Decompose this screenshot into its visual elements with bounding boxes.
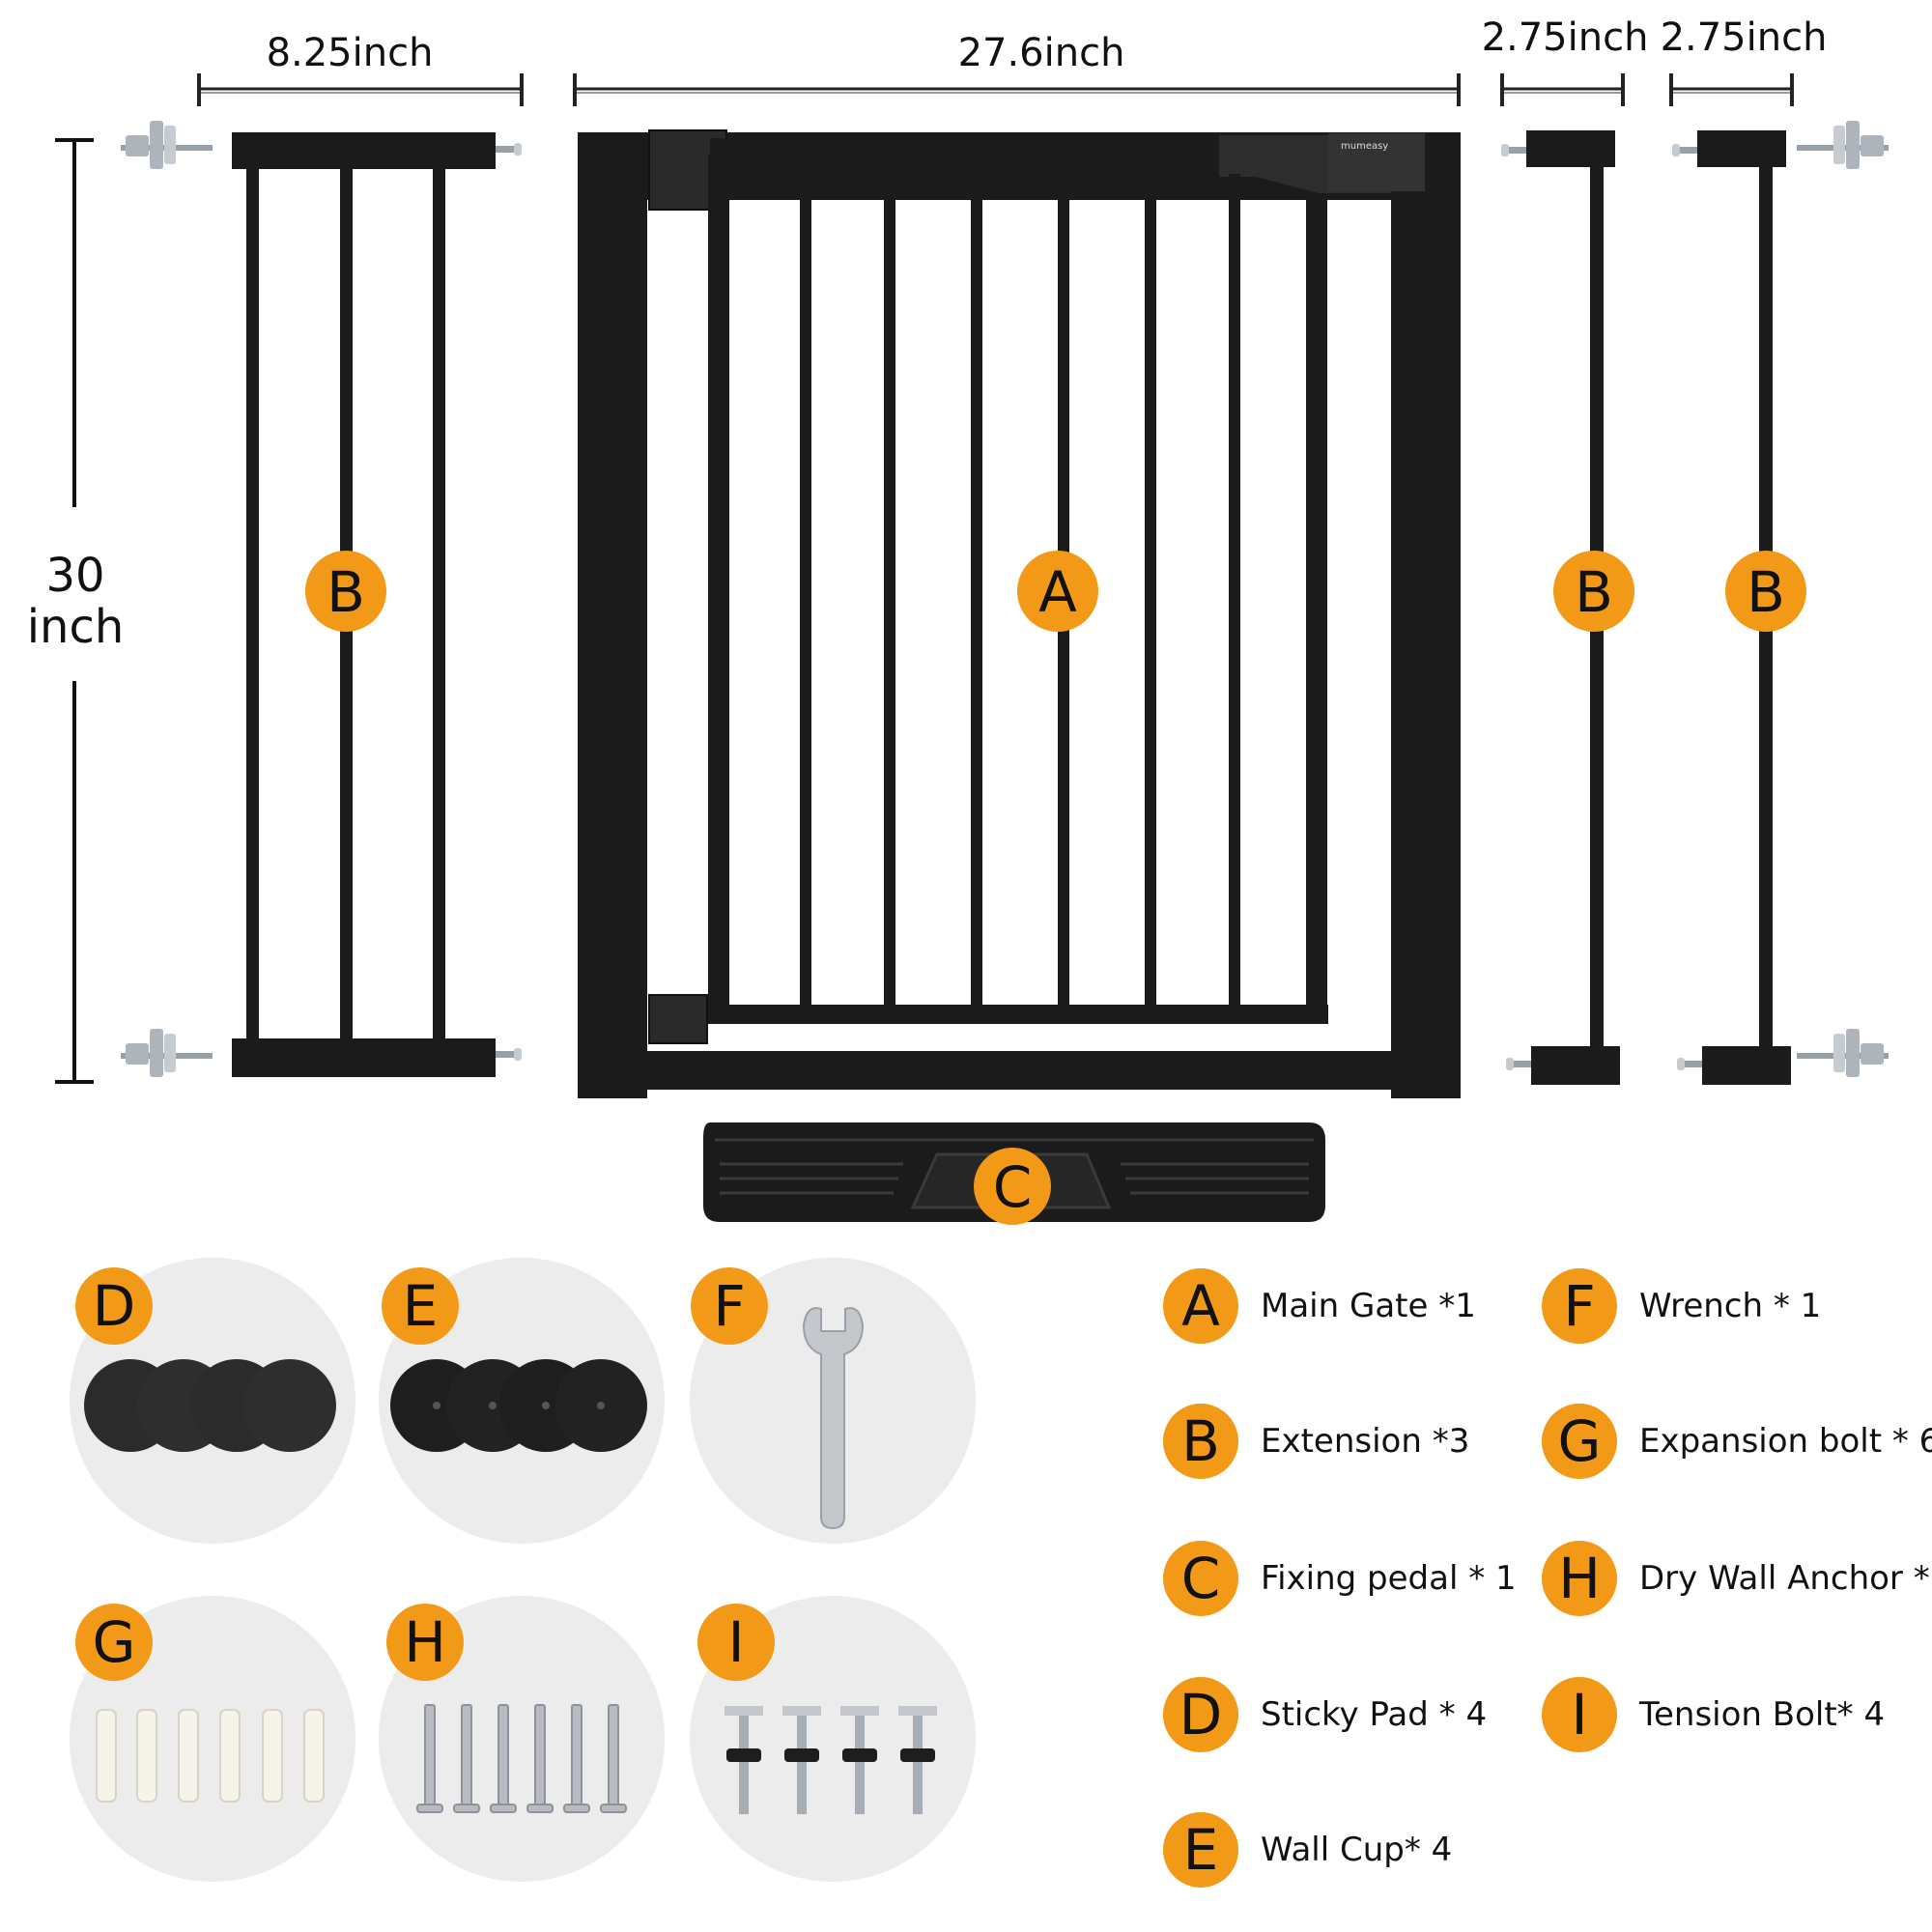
main-gate-width-label: 27.6inch: [958, 31, 1125, 75]
tension-bolt-icon: [121, 1029, 213, 1077]
legend: A Main Gate *1 B Extension *3 C Fixing p…: [1163, 1268, 1932, 1888]
accessory-tension-bolts: I: [690, 1596, 976, 1882]
legend-label: Wall Cup* 4: [1261, 1831, 1452, 1869]
height-unit-label: inch: [27, 600, 125, 654]
accessory-wrench: F: [690, 1258, 976, 1544]
dimension-right-extension-1: 2.75inch: [1482, 15, 1649, 106]
badge-pedal-letter: C: [993, 1154, 1033, 1220]
brand-mark: mumeasy: [1341, 141, 1388, 152]
accessory-expansion-bolts: G: [70, 1596, 355, 1882]
accessory-g-letter: G: [93, 1609, 136, 1675]
badge-left-extension: B: [305, 551, 386, 632]
dimension-height: 30 inch: [27, 138, 125, 1084]
legend-letter: H: [1558, 1546, 1601, 1611]
legend-label: Wrench * 1: [1639, 1287, 1821, 1325]
legend-label: Main Gate *1: [1261, 1287, 1476, 1325]
badge-right-extension-2: B: [1725, 551, 1806, 632]
legend-item: E Wall Cup* 4: [1163, 1812, 1452, 1888]
legend-letter: B: [1181, 1408, 1220, 1474]
height-value-label: 30: [45, 549, 104, 603]
legend-item: I Tension Bolt* 4: [1542, 1677, 1885, 1752]
badge-main-gate-letter: A: [1038, 559, 1077, 625]
left-extension-panel: [232, 132, 522, 1077]
badge-right-extension-1-letter: B: [1575, 559, 1613, 625]
accessory-d-letter: D: [93, 1273, 136, 1339]
legend-label: Extension *3: [1261, 1422, 1469, 1461]
tension-bolt-icon: [1797, 1029, 1889, 1077]
legend-item: H Dry Wall Anchor * 6: [1542, 1541, 1932, 1616]
legend-label: Sticky Pad * 4: [1261, 1695, 1487, 1734]
legend-item: D Sticky Pad * 4: [1163, 1677, 1487, 1752]
legend-item: B Extension *3: [1163, 1404, 1469, 1479]
accessory-e-letter: E: [403, 1273, 439, 1339]
legend-letter: C: [1181, 1546, 1221, 1611]
badge-main-gate: A: [1017, 551, 1098, 632]
legend-label: Dry Wall Anchor * 6: [1639, 1559, 1932, 1598]
right-extension-2-width-label: 2.75inch: [1661, 15, 1828, 60]
badge-left-extension-letter: B: [327, 559, 365, 625]
badge-pedal: C: [974, 1148, 1051, 1225]
legend-label: Fixing pedal * 1: [1261, 1559, 1517, 1598]
dimension-left-extension: 8.25inch: [197, 31, 524, 106]
legend-item: G Expansion bolt * 6: [1542, 1404, 1932, 1479]
accessory-f-letter: F: [713, 1273, 745, 1339]
legend-label: Tension Bolt* 4: [1638, 1695, 1885, 1734]
left-extension-width-label: 8.25inch: [267, 31, 434, 75]
legend-item: A Main Gate *1: [1163, 1268, 1476, 1344]
legend-letter: I: [1571, 1682, 1587, 1747]
legend-letter: G: [1558, 1408, 1602, 1474]
tension-bolt-icon: [121, 121, 213, 169]
accessory-wall-cups: E: [379, 1258, 665, 1544]
accessory-sticky-pads: D: [70, 1258, 355, 1544]
accessory-i-letter: I: [727, 1609, 744, 1675]
main-gate-panel: mumeasy: [578, 129, 1461, 1098]
dimension-main-gate: 27.6inch: [573, 31, 1461, 106]
right-extension-1-width-label: 2.75inch: [1482, 15, 1649, 60]
tension-bolt-icon: [1797, 121, 1889, 169]
legend-letter: D: [1179, 1682, 1223, 1747]
legend-letter: E: [1183, 1817, 1219, 1883]
legend-letter: F: [1563, 1273, 1595, 1339]
accessory-h-letter: H: [404, 1609, 446, 1675]
accessory-dry-wall-anchors: H: [379, 1596, 665, 1882]
badge-right-extension-2-letter: B: [1747, 559, 1785, 625]
legend-item: F Wrench * 1: [1542, 1268, 1821, 1344]
legend-label: Expansion bolt * 6: [1639, 1422, 1932, 1461]
right-extension-1-panel: [1501, 130, 1620, 1085]
legend-item: C Fixing pedal * 1: [1163, 1541, 1517, 1616]
badge-right-extension-1: B: [1553, 551, 1634, 632]
dimension-right-extension-2: 2.75inch: [1661, 15, 1828, 106]
legend-letter: A: [1181, 1273, 1220, 1339]
